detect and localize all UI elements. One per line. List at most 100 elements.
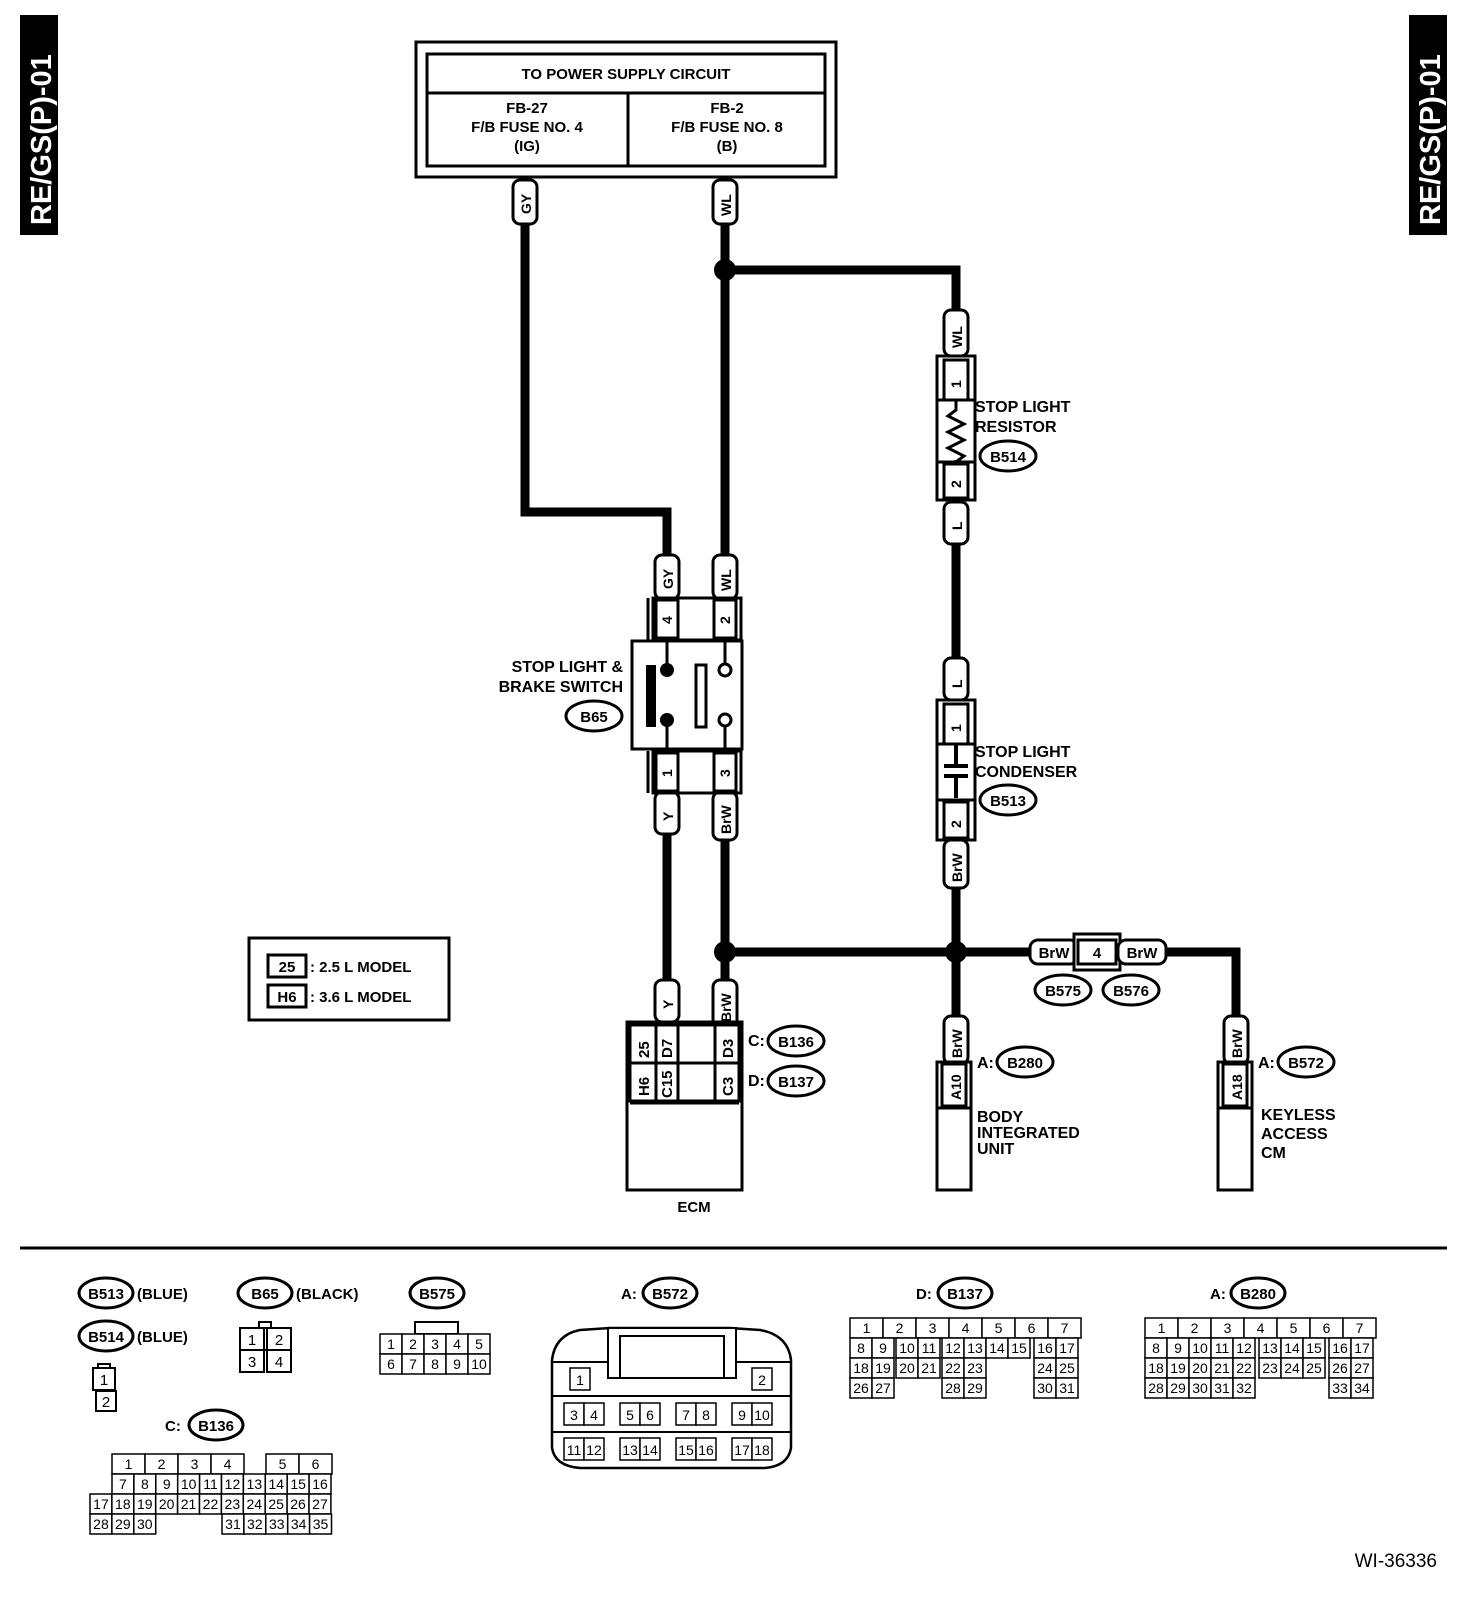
pin-label: 19 xyxy=(137,1496,153,1512)
svg-text:D:: D: xyxy=(748,1073,765,1090)
pin-label: 24 xyxy=(1284,1360,1300,1376)
svg-text:B65: B65 xyxy=(251,1286,279,1303)
svg-text:1: 1 xyxy=(948,380,964,388)
pin-label: 9 xyxy=(738,1407,746,1423)
wire-tag-l-resistor: L xyxy=(942,500,970,546)
pin-label: 3 xyxy=(1224,1320,1232,1336)
pin-cell xyxy=(695,1402,717,1426)
pin-cell xyxy=(1007,1337,1031,1359)
legend-text-2: : 3.6 L MODEL xyxy=(310,989,411,1006)
svg-text:WL: WL xyxy=(718,569,734,591)
pin-label: 2 xyxy=(1191,1320,1199,1336)
pin-label: 24 xyxy=(1037,1360,1053,1376)
svg-text:B576: B576 xyxy=(1113,983,1149,1000)
connector-view-b65: B65 (BLACK) 1 2 3 4 xyxy=(236,1276,358,1373)
svg-text:BODY: BODY xyxy=(977,1109,1024,1126)
capacitor-icon xyxy=(944,744,968,798)
pin-label: 24 xyxy=(246,1496,262,1512)
svg-text:1: 1 xyxy=(659,769,675,777)
condenser-label-2: CONDENSER xyxy=(975,764,1078,781)
body-integrated-unit: A10 A: B280 BODY INTEGRATED UNIT xyxy=(935,1045,1080,1192)
pin-label: 4 xyxy=(453,1336,461,1352)
svg-text:B137: B137 xyxy=(947,1286,983,1303)
junction-dot xyxy=(714,259,736,281)
pin-label: 7 xyxy=(119,1476,127,1492)
pin-label: 11 xyxy=(922,1340,937,1356)
wire-tag-gy-switch: GY xyxy=(653,553,681,601)
legend-tag-2: H6 xyxy=(277,989,296,1006)
svg-text:B514: B514 xyxy=(990,449,1027,466)
resistor-label-2: RESISTOR xyxy=(975,419,1057,436)
pin-label: 7 xyxy=(1061,1320,1069,1336)
svg-text:25: 25 xyxy=(636,1041,653,1058)
pin-label: 29 xyxy=(1170,1380,1186,1396)
pin-label: 14 xyxy=(642,1442,658,1458)
pin-label: 23 xyxy=(967,1360,983,1376)
connector-code-badge xyxy=(1276,1045,1336,1079)
pin-label: 32 xyxy=(247,1516,263,1532)
pin-label: 1 xyxy=(1158,1320,1166,1336)
connector-code-badge xyxy=(766,1064,826,1098)
pin-label: 6 xyxy=(646,1407,654,1423)
svg-text:WL: WL xyxy=(718,194,734,216)
pin-label: 10 xyxy=(181,1476,197,1492)
wire-tag-l-condenser: L xyxy=(942,656,970,702)
pin-label: 32 xyxy=(1236,1380,1252,1396)
svg-text:GY: GY xyxy=(518,193,534,214)
svg-text:(BLUE): (BLUE) xyxy=(137,1286,188,1303)
wire-tag-wl-resistor: WL xyxy=(942,308,970,358)
pin-label: 22 xyxy=(1236,1360,1252,1376)
pin-label: 16 xyxy=(1332,1340,1348,1356)
pin-label: 23 xyxy=(1262,1360,1278,1376)
figure-id: WI-36336 xyxy=(1355,1551,1437,1572)
svg-text:B513: B513 xyxy=(990,793,1026,810)
pin-cell xyxy=(1055,1377,1079,1399)
wire-gy xyxy=(520,220,672,560)
pin-label: 30 xyxy=(1192,1380,1208,1396)
pin-label: 25 xyxy=(1306,1360,1322,1376)
pin-label: 17 xyxy=(93,1496,109,1512)
pin-cell xyxy=(695,1437,717,1461)
condenser-label-1: STOP LIGHT xyxy=(975,744,1071,761)
wire-tag-gy-top: GY xyxy=(511,178,539,226)
pin-label: 15 xyxy=(1011,1340,1027,1356)
ecm: 25 D7 D3 H6 C15 C3 C: B136 D: B137 ECM xyxy=(625,1020,826,1216)
pin-label: 13 xyxy=(247,1476,263,1492)
svg-text:A:: A: xyxy=(621,1286,637,1303)
wire-tag-brw-body: BrW xyxy=(942,1014,970,1066)
ecm-label: ECM xyxy=(677,1199,710,1216)
pin-cell xyxy=(639,1437,661,1461)
pin-label: 13 xyxy=(622,1442,638,1458)
wire-tag-brw-condenser: BrW xyxy=(942,838,970,890)
connector-code-badge xyxy=(564,699,624,733)
fuse-left-line2: F/B FUSE NO. 4 xyxy=(471,119,583,136)
pin-label: 15 xyxy=(678,1442,694,1458)
pin-label: 15 xyxy=(1306,1340,1322,1356)
pin-label: 30 xyxy=(1037,1380,1053,1396)
pin-label: 1 xyxy=(387,1336,395,1352)
svg-text:B575: B575 xyxy=(419,1286,455,1303)
pin-label: 21 xyxy=(921,1360,937,1376)
pin-label: 17 xyxy=(1354,1340,1370,1356)
pin-label: 9 xyxy=(1174,1340,1182,1356)
pin-label: 3 xyxy=(431,1336,439,1352)
pin-cell xyxy=(1350,1377,1374,1399)
wire-tags: GY WL WL L L BrW GY WL xyxy=(511,178,1250,1066)
pin-label: 21 xyxy=(181,1496,197,1512)
resistor-icon xyxy=(944,400,968,465)
wire-wl-branch xyxy=(725,265,961,310)
connector-view-b513-b514: B513 (BLUE) B514 (BLUE) 1 2 xyxy=(77,1276,188,1412)
pin-label: 22 xyxy=(945,1360,961,1376)
fuse-right-line3: (B) xyxy=(717,138,738,155)
connector-code-badge xyxy=(978,783,1038,817)
pin-label: 3 xyxy=(929,1320,937,1336)
svg-text:INTEGRATED: INTEGRATED xyxy=(977,1125,1080,1142)
pin-label: 10 xyxy=(1192,1340,1208,1356)
svg-text:B572: B572 xyxy=(1288,1055,1324,1072)
svg-text:BrW: BrW xyxy=(718,804,734,834)
